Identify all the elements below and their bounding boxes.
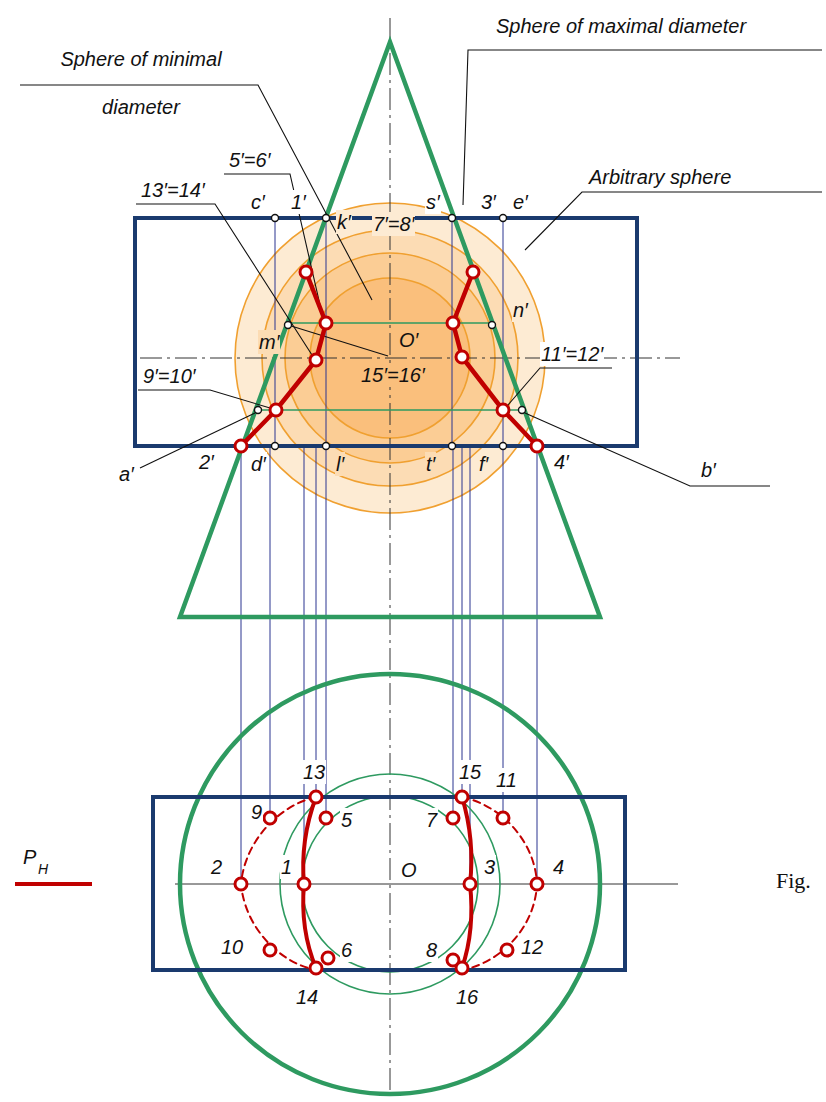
cone: [180, 42, 600, 1094]
callout-label: 7: [425, 808, 438, 832]
callout-label: 2′: [198, 450, 215, 474]
callout-label: s′: [425, 190, 441, 214]
callout-label: 14: [295, 985, 319, 1009]
callout-label: m′: [258, 330, 280, 354]
callout-label: 15′=16′: [360, 363, 426, 387]
construction-points: [255, 215, 526, 450]
callout-label: 11′=12′: [540, 342, 604, 366]
note-label: Sphere of minimal diameter: [20, 35, 262, 131]
callout-label: k′: [336, 210, 352, 234]
callout-label: 5: [340, 808, 353, 832]
callout-label: Fig.: [775, 868, 812, 894]
intersection-points: [235, 266, 543, 974]
callout-label: P: [22, 845, 37, 869]
callout-label: 1: [280, 855, 293, 879]
callout-label: 11: [495, 768, 518, 792]
callout-label: e′: [512, 190, 529, 214]
callout-label: 7′=8′: [372, 212, 415, 236]
callout-label: t′: [425, 452, 436, 476]
callout-label: 5′=6′: [228, 148, 271, 172]
callout-label: 12: [520, 935, 544, 959]
callout-label: 3: [483, 855, 496, 879]
callout-label: 2: [210, 855, 223, 879]
callout-label: 1′: [290, 190, 307, 214]
callout-label: 4′: [553, 450, 570, 474]
callout-label: f′: [478, 452, 489, 476]
cylinder: [135, 218, 637, 970]
callout-label: 13: [302, 760, 326, 784]
intersection-curves: [241, 272, 537, 970]
callout-label: Arbitrary sphere: [588, 165, 732, 189]
callout-label: c′: [250, 190, 266, 214]
callout-label: n′: [512, 298, 529, 322]
note-label: Sphere of maximal diameter: [470, 2, 772, 50]
callout-label: 6: [340, 938, 353, 962]
callout-label: b′: [700, 458, 717, 482]
callout-label: 3′: [480, 190, 497, 214]
callout-label: a′: [118, 462, 135, 486]
callout-label: l′: [335, 452, 345, 476]
callout-label: 9′=10′: [142, 364, 197, 388]
callout-label: O: [400, 858, 418, 882]
cutting-plane-trace: [15, 882, 92, 886]
callout-label: O′: [398, 328, 419, 352]
callout-label: 16: [455, 985, 479, 1009]
callout-label: 13′=14′: [140, 178, 206, 202]
callout-label: 8: [425, 938, 438, 962]
callout-label: H: [37, 861, 49, 877]
callout-label: 10: [220, 935, 244, 959]
callout-label: 15: [458, 760, 482, 784]
callout-label: 4: [552, 855, 565, 879]
callout-label: 9: [250, 800, 263, 824]
callout-label: d′: [250, 452, 267, 476]
